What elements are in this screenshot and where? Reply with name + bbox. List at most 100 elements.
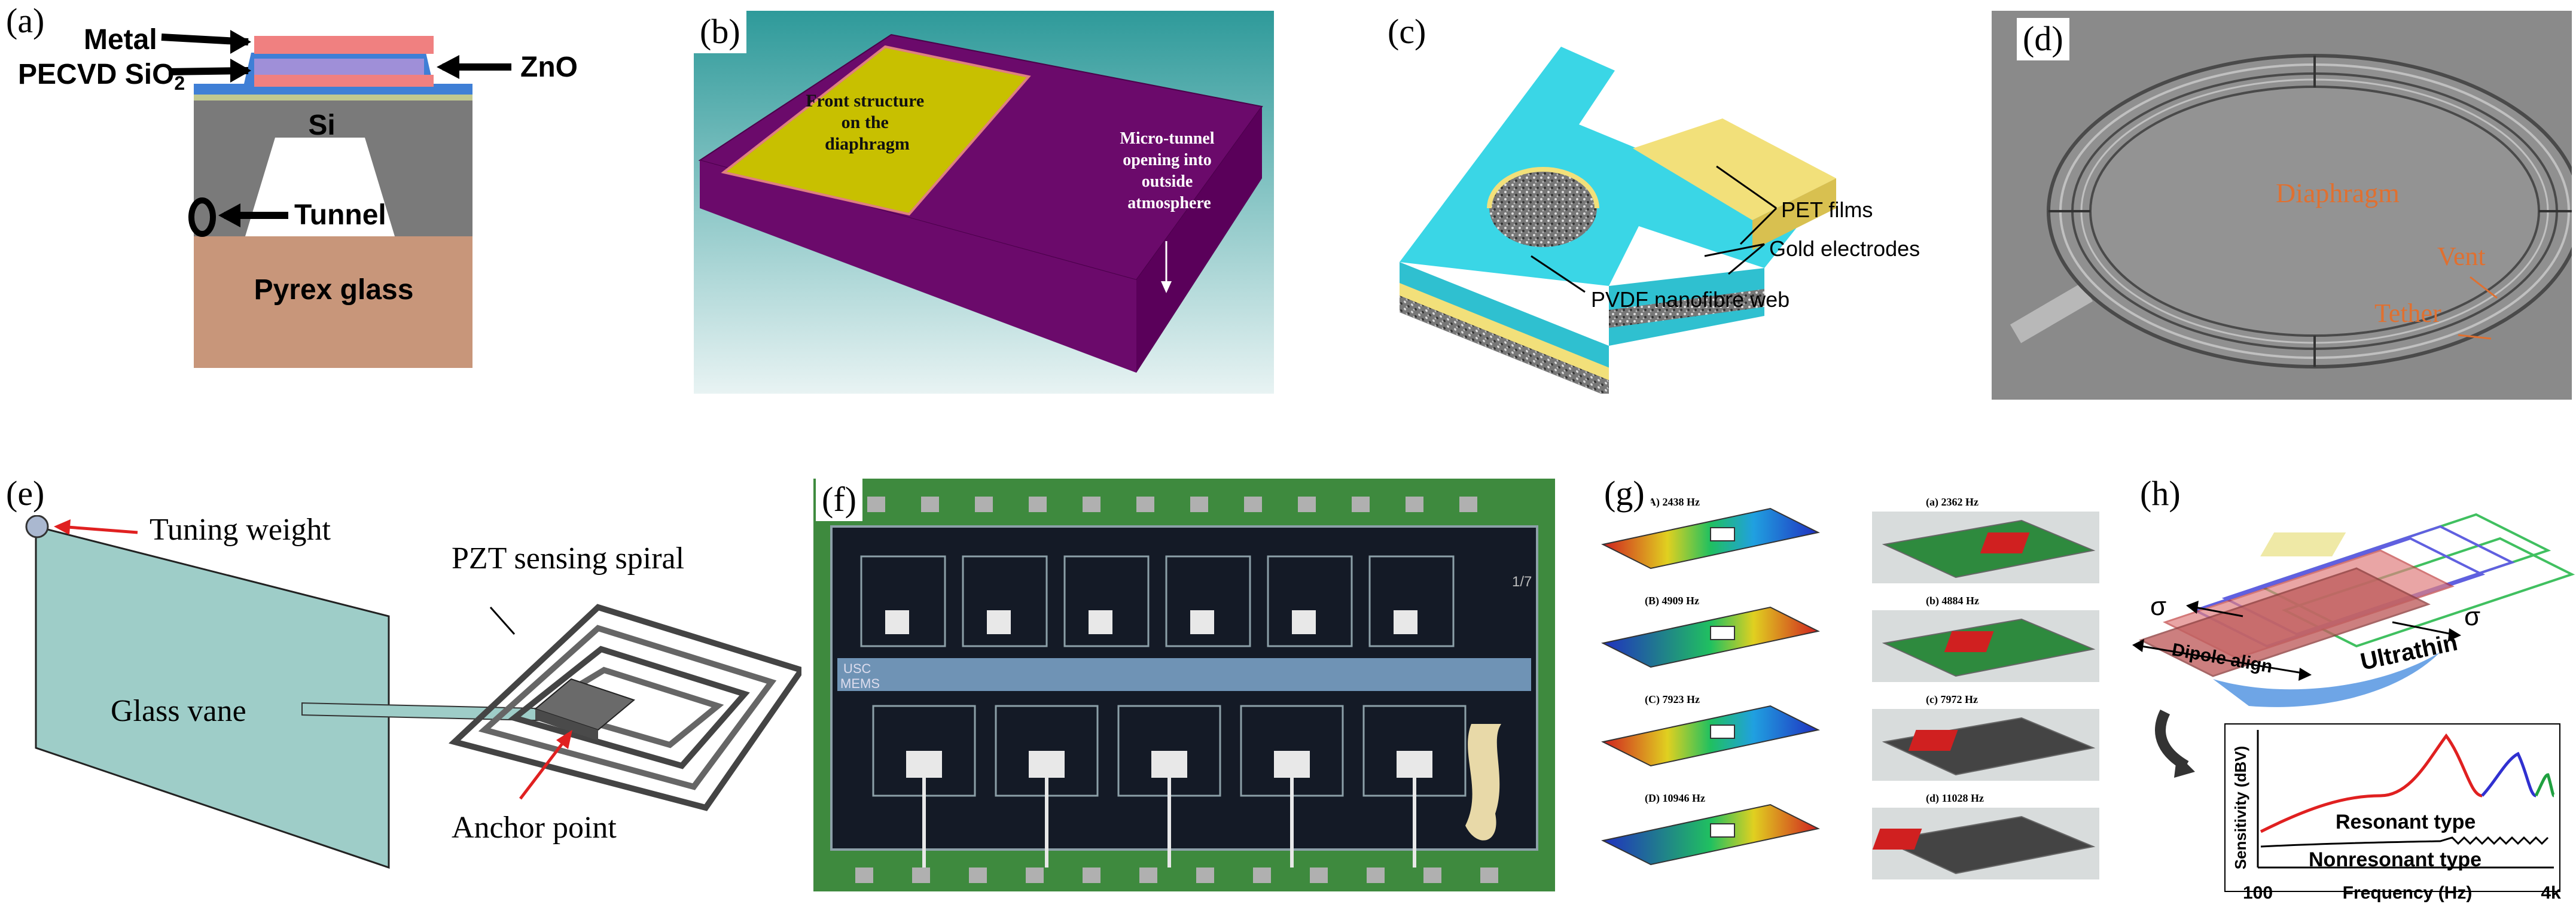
- stacked-layers: [2139, 513, 2575, 677]
- panel-g-letter: (g): [1598, 473, 1651, 515]
- measured-mode-label: (a) 2362 Hz: [1926, 496, 1979, 509]
- sensor-pad: [1394, 610, 1417, 634]
- panel-a-figure: Metal PECVD SiO2 ZnO Si Tunnel Pyrex gla…: [18, 24, 578, 368]
- pvdf-hole: [1489, 169, 1597, 247]
- front-structure-label: Front structure on the diaphragm: [806, 91, 929, 154]
- bond-pad: [1298, 497, 1316, 512]
- bond-pad: [969, 868, 987, 883]
- anchor-arrow: [519, 735, 569, 800]
- panel-h-letter: (h): [2134, 473, 2187, 515]
- panel-b-figure: Front structure on the diaphragm Micro-t…: [694, 11, 1274, 394]
- sigma-left: σ: [2150, 592, 2166, 621]
- pvdf-label: PVDF nanofibre web: [1591, 287, 1790, 312]
- sensor-cell: [1063, 555, 1150, 647]
- metal-layer: [254, 36, 434, 54]
- sensor-pad: [1397, 751, 1432, 778]
- metal-label: Metal: [84, 24, 157, 56]
- panel-f-letter: (f): [816, 479, 862, 521]
- panel-h-figure: Sensitivity (dBV) Frequency (Hz) 100 4k …: [2132, 513, 2575, 903]
- chip-front-face: [700, 160, 1136, 373]
- resonant-type-label: Resonant type: [2336, 811, 2476, 833]
- sensor-cell: [1368, 555, 1455, 647]
- glass-vane: [35, 525, 390, 869]
- si-label: Si: [308, 109, 335, 141]
- panel-f-figure: USC MEMS 1/7: [813, 479, 1555, 891]
- sensor-pad: [987, 610, 1011, 634]
- panel-g: (A) 2438 Hz (B) 4909 Hz (C) 7923 Hz (D) 109…: [1591, 473, 2105, 903]
- tether-arrow: [2458, 334, 2492, 340]
- top-sensor-array: [860, 555, 1455, 647]
- bond-pad: [1480, 868, 1498, 883]
- bond-pad: [1190, 497, 1208, 512]
- pyrex-glass-layer: [194, 236, 472, 368]
- bond-pad: [1083, 868, 1100, 883]
- tuning-weight-label: Tuning weight: [150, 513, 331, 547]
- resonant-curve: [2260, 733, 2483, 833]
- panel-a-letter: (a): [0, 0, 51, 42]
- bond-pad: [1253, 868, 1271, 883]
- sensor-pad: [1190, 610, 1214, 634]
- measured-mode-label: (b) 4884 Hz: [1926, 595, 1979, 607]
- micro-tunnel-label: Micro-tunnel opening into outside atmosp…: [1120, 129, 1218, 212]
- bottom-electrode-layer: [254, 75, 434, 87]
- panel-b: Front structure on the diaphragm Micro-t…: [694, 11, 1274, 394]
- front-structure: [721, 45, 1031, 216]
- sensor-pad: [1029, 751, 1065, 778]
- bond-pad: [1244, 497, 1262, 512]
- tuning-weight-arrow: [59, 525, 138, 534]
- bond-pad: [1459, 497, 1477, 512]
- silicon-top-layer: [194, 95, 472, 101]
- bottom-sensor-array: [872, 705, 1467, 868]
- h-xmax: 4k: [2541, 883, 2561, 903]
- simulated-mode-label: (D) 10946 Hz: [1645, 792, 1705, 805]
- wire-bond-glue: [1465, 724, 1501, 841]
- bond-pad: [1423, 868, 1441, 883]
- simulated-mode-label: (C) 7923 Hz: [1645, 693, 1700, 706]
- sensor-pad: [1151, 751, 1187, 778]
- vent-arrow: [2470, 276, 2498, 299]
- pzt-spiral: [448, 604, 801, 811]
- lead-trace: [2010, 282, 2093, 343]
- simulated-mode-label: (B) 4909 Hz: [1645, 595, 1699, 607]
- pyrex-label: Pyrex glass: [254, 274, 414, 306]
- glass-vane-label: Glass vane: [111, 694, 246, 728]
- panel-a: Metal PECVD SiO2 ZnO Si Tunnel Pyrex gla…: [0, 0, 658, 383]
- ultrathin-layer: [2213, 652, 2440, 707]
- bond-pad: [1367, 868, 1385, 883]
- sensor-pad: [1089, 610, 1112, 634]
- simulated-mode-shapes: (A) 2438 Hz (B) 4909 Hz (C) 7923 Hz (D) 109…: [1601, 496, 1820, 866]
- h-xlabel: Frequency (Hz): [2343, 883, 2473, 903]
- bond-pad: [1196, 868, 1214, 883]
- sensor-pad: [906, 751, 942, 778]
- nonresonant-curve: [2260, 836, 2549, 848]
- bond-pad: [1406, 497, 1423, 512]
- chip-side-face: [1136, 106, 1262, 373]
- bond-pad: [1083, 497, 1100, 512]
- tunnel-marker: [188, 197, 216, 237]
- gold-electrodes-label: Gold electrodes: [1769, 236, 1920, 261]
- diaphragm-area: [2089, 86, 2540, 337]
- anchor-point-label: Anchor point: [452, 811, 617, 845]
- panel-b-letter: (b): [694, 11, 746, 53]
- measured-mode-shapes: (a) 2362 Hz(b) 4884 Hz(c) 7972 Hz(d) 110…: [1872, 496, 2099, 879]
- zno-label: ZnO: [520, 51, 578, 83]
- panel-c-letter: (c): [1382, 11, 1432, 53]
- sensitivity-chart-frame: [2224, 723, 2560, 892]
- chip-label-bottom: MEMS: [840, 676, 880, 691]
- pvdf-side: [1400, 296, 1609, 394]
- panel-c-figure: PET films Gold electrodes PVDF nanofibre…: [1400, 47, 1920, 394]
- chip-bus-line: [837, 658, 1531, 691]
- panel-h: Sensitivity (dBV) Frequency (Hz) 100 4k …: [2129, 473, 2576, 904]
- vent-label: Vent: [2437, 242, 2486, 271]
- pzt-spiral-label: PZT sensing spiral: [452, 541, 684, 576]
- simulated-mode-label: (A) 2438 Hz: [1645, 496, 1700, 509]
- sensor-pad: [1292, 610, 1316, 634]
- bond-pad: [1026, 868, 1044, 883]
- bond-pad: [1139, 868, 1157, 883]
- measured-mode-label: (c) 7972 Hz: [1926, 693, 1978, 706]
- gold-electrode-side: [1400, 283, 1609, 381]
- bond-pad: [921, 497, 939, 512]
- chip-corner-label: 1/7: [1512, 574, 1532, 590]
- bond-pad: [912, 868, 930, 883]
- panel-e-figure: Tuning weight PZT sensing spiral Glass v…: [25, 513, 801, 869]
